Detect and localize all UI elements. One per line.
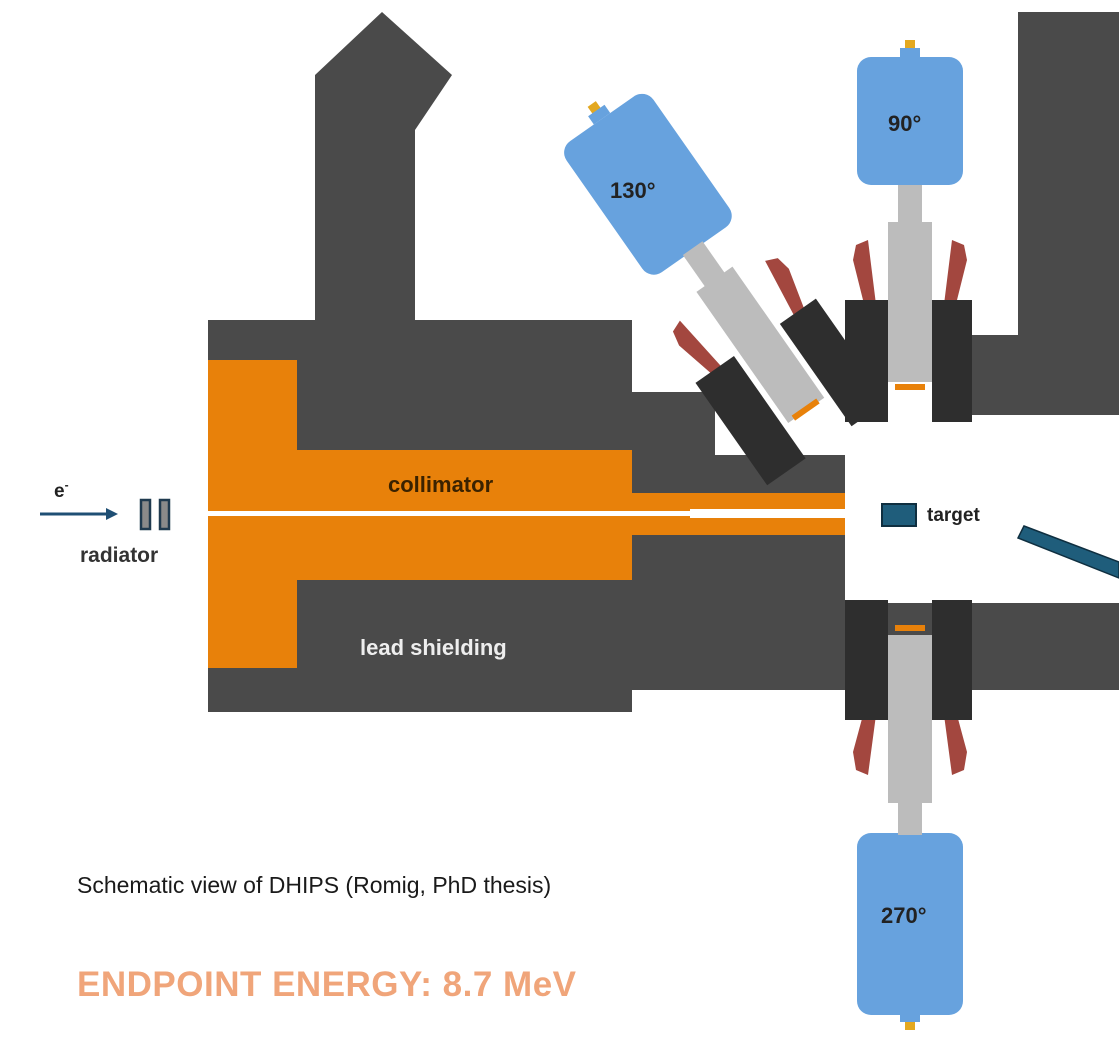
electron-label: e-: [54, 478, 69, 502]
beam-channel-wide: [690, 509, 845, 518]
detector-130: [564, 93, 888, 486]
detector-130-label: 130°: [610, 178, 656, 203]
lead-shielding-label: lead shielding: [360, 635, 507, 660]
target-chamber: [845, 420, 1119, 600]
figure-caption: Schematic view of DHIPS (Romig, PhD thes…: [77, 872, 552, 898]
collimator-label: collimator: [388, 472, 494, 497]
target-block: [881, 503, 917, 527]
target-holder-rod: [1016, 525, 1119, 579]
target-label: target: [927, 505, 980, 526]
beam-channel: [208, 511, 845, 516]
detector-90-label: 90°: [888, 111, 921, 136]
detector-270: [845, 600, 972, 1030]
radiator-label: radiator: [80, 544, 158, 567]
lead-chimney: [315, 12, 452, 320]
collimator: [208, 360, 845, 668]
radiator-foils: [139, 498, 171, 531]
detector-90: [845, 40, 972, 422]
lead-right-tower: [1018, 12, 1119, 352]
endpoint-energy: ENDPOINT ENERGY: 8.7 MeV: [77, 965, 577, 1004]
beam-arrow: [40, 508, 118, 520]
detector-270-label: 270°: [881, 903, 927, 928]
